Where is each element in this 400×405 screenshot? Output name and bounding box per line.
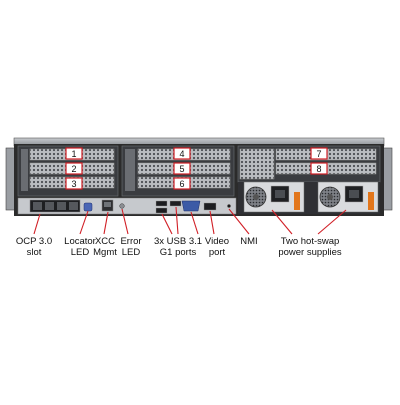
callout-line-error [121,208,129,235]
slot-6-number: 6 [179,179,184,189]
ocp-port-4 [69,202,78,210]
slot-5-box [173,162,191,175]
slot-7-box [310,147,328,160]
locator-led-icon [83,202,93,212]
ocp-slot [29,199,81,213]
callout-line-psu-1 [271,209,293,235]
slot-4-number: 4 [179,149,184,159]
nmi-button [226,203,232,209]
psu-1-fan-hub [253,194,259,200]
riser-2-latch [125,149,135,191]
ocp-port-3 [57,202,66,210]
slot-5-number: 5 [179,164,184,174]
serial-port [203,202,217,211]
usb-port-3 [169,200,182,207]
psu-2-inlet-socket [349,190,359,198]
slot-2-number: 2 [71,164,76,174]
slot-3-box [65,177,83,190]
slot-6-box [173,177,191,190]
usb-port-1 [155,200,168,207]
slot-4-box [173,147,191,160]
callout-line-usb-3 [190,211,199,235]
psu-2-release-tab [368,192,374,210]
slot-1-box [65,147,83,160]
label-nmi: NMI [240,236,258,247]
error-led-icon [119,203,125,209]
callout-line-video [209,210,215,235]
callout-line-locator [79,210,89,235]
usb-port-2 [155,207,168,214]
callout-line-usb-2 [175,206,179,235]
riser-1-latch [21,149,28,191]
slot-1-number: 1 [71,149,76,159]
slot-3-number: 3 [71,179,76,189]
callout-line-ocp [33,213,41,235]
psu-1-release-tab [294,192,300,210]
callout-line-usb-1 [161,213,173,235]
ocp-port-2 [45,202,54,210]
callout-line-xcc [103,211,109,235]
slot-number-callouts: 1 2 3 4 5 6 7 8 [65,147,328,190]
slot-7-number: 7 [316,149,321,159]
callout-line-psu-2 [317,209,347,235]
vga-port [181,200,201,212]
riser-3-vent [239,148,275,180]
slot-8-number: 8 [316,164,321,174]
ocp-port-1 [33,202,42,210]
callout-lines [33,206,347,235]
slot-2-box [65,162,83,175]
psu-2-fan-hub [327,194,333,200]
slot-8-box [310,162,328,175]
psu-1-inlet-socket [275,190,285,198]
xcc-port-jack [104,202,111,207]
callout-line-nmi [228,208,250,235]
